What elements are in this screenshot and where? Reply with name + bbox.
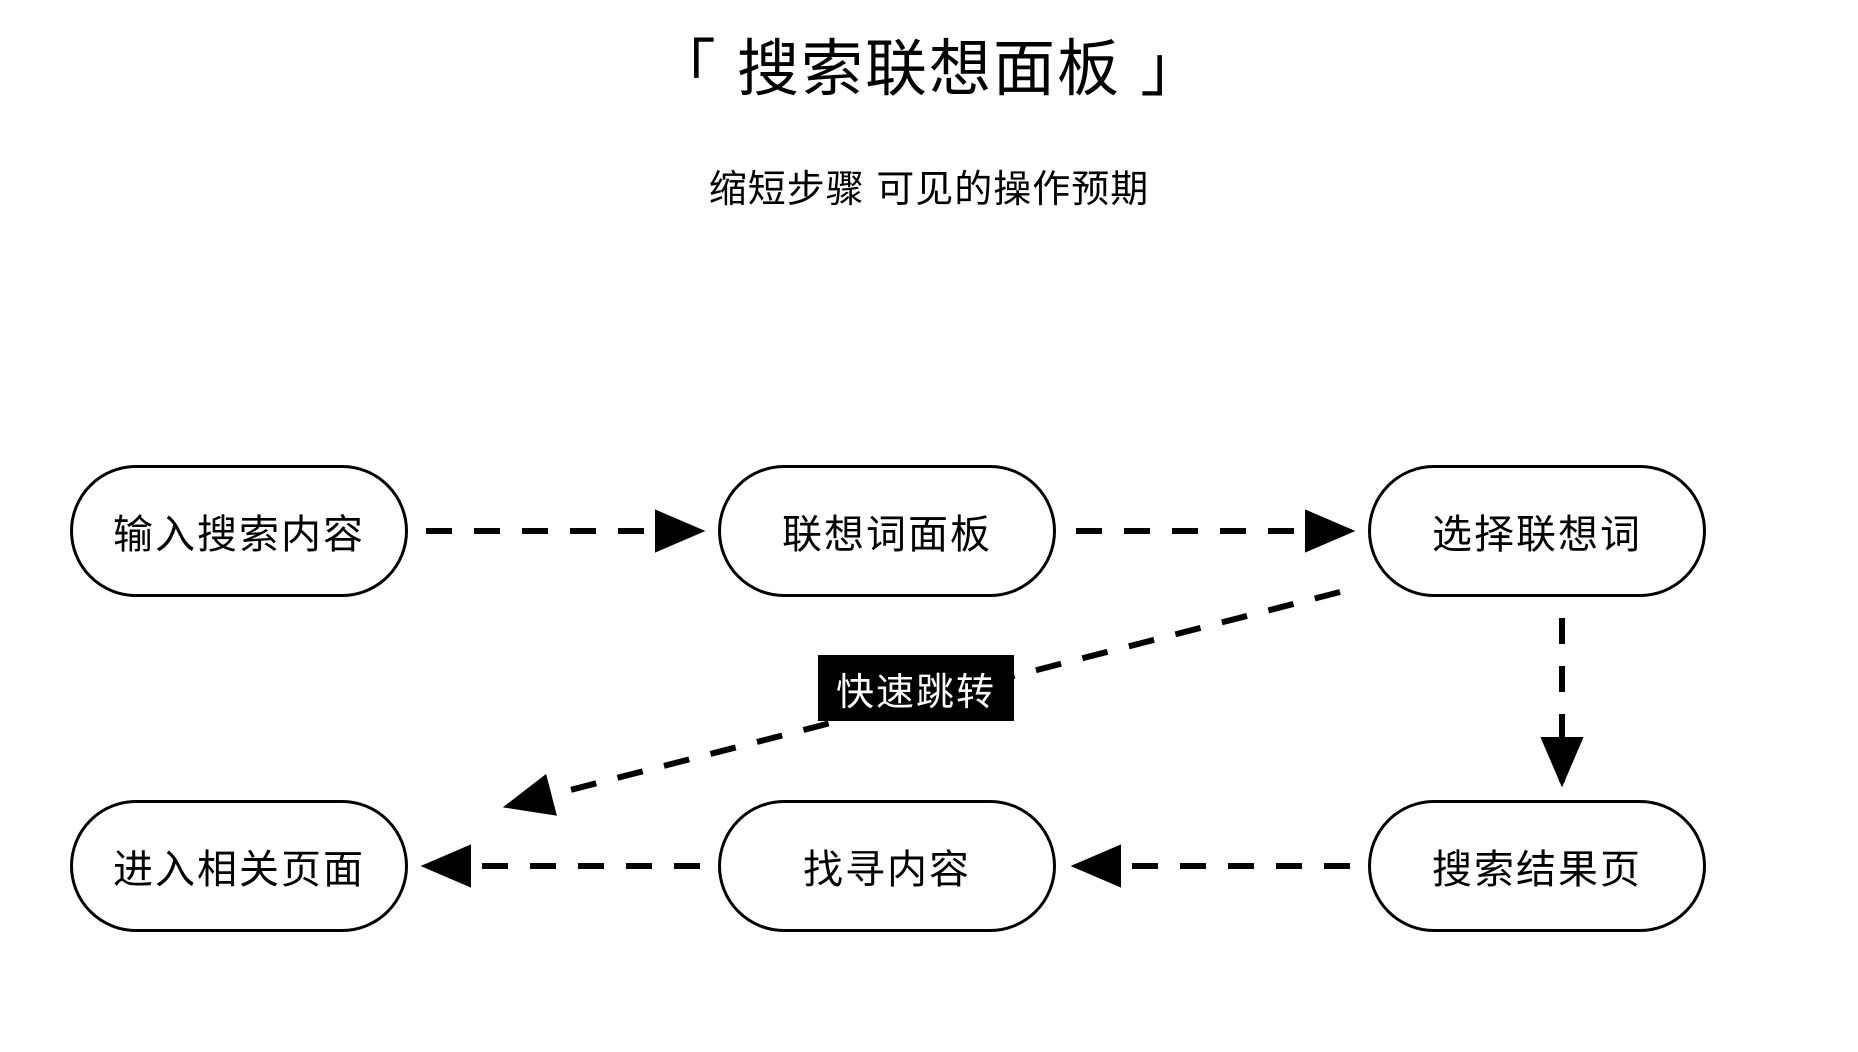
flow-node-label: 进入相关页面 [113,848,365,892]
page-title: 「 搜索联想面板 」 [653,35,1205,104]
shortcut-badge-label: 快速跳转 [835,671,996,714]
flow-node-input-search-content[interactable]: 输入搜索内容 [70,465,408,597]
flow-node-select-suggestion[interactable]: 选择联想词 [1368,465,1706,597]
flow-node-label: 搜索结果页 [1432,848,1642,892]
flow-node-label: 联想词面板 [782,513,992,557]
flow-node-enter-related-page[interactable]: 进入相关页面 [70,800,408,932]
flow-node-suggestion-panel[interactable]: 联想词面板 [718,465,1056,597]
page-subtitle: 缩短步骤 可见的操作预期 [708,169,1150,211]
flow-node-label: 找寻内容 [803,848,971,892]
flow-node-label: 输入搜索内容 [113,513,365,557]
flow-node-label: 选择联想词 [1432,513,1642,557]
shortcut-badge: 快速跳转 [818,655,1014,721]
flow-node-find-content[interactable]: 找寻内容 [718,800,1056,932]
flow-node-search-results-page[interactable]: 搜索结果页 [1368,800,1706,932]
